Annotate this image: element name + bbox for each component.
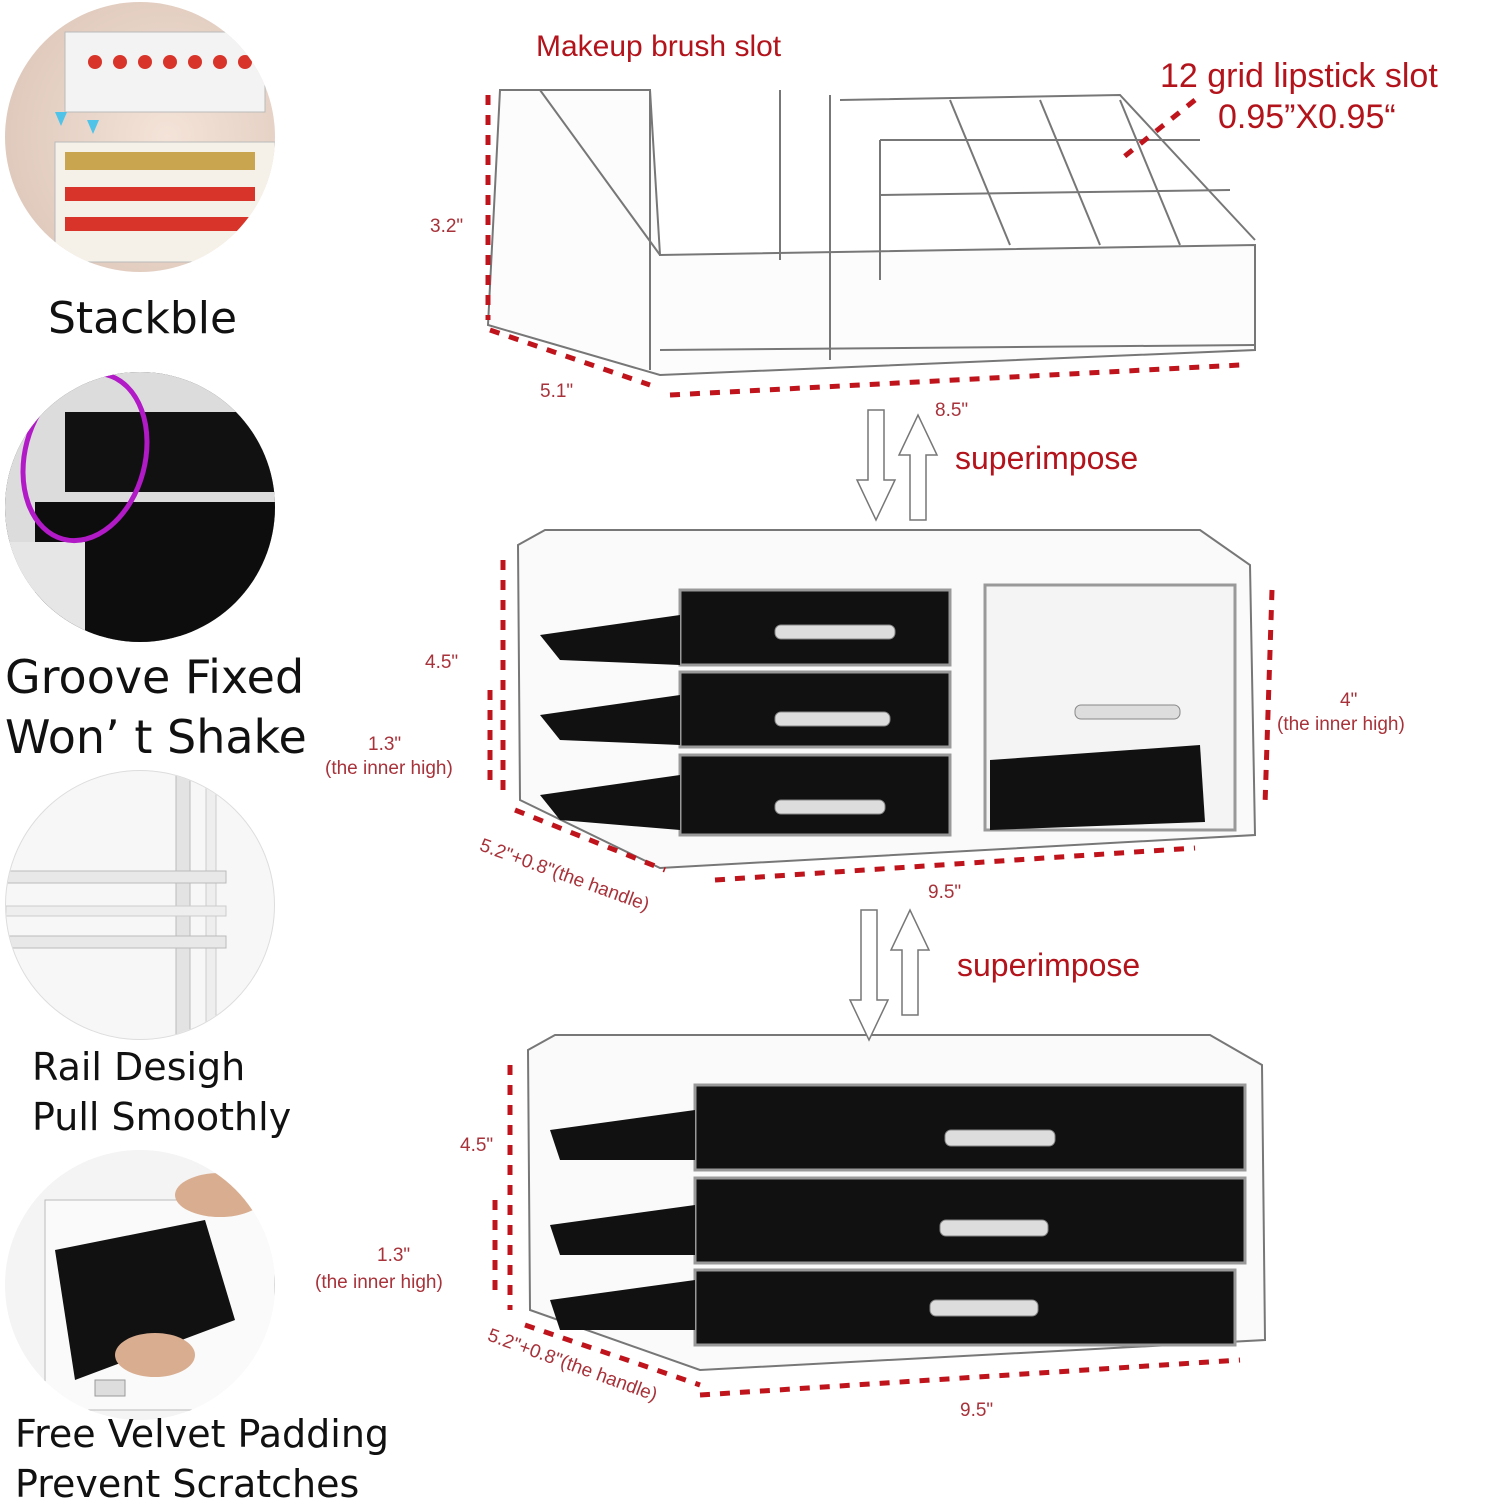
top-depth-label: 5.1" (540, 381, 574, 402)
middle-inner-high-large-note: (the inner high) (1277, 714, 1405, 735)
feature-label-shake: Won’ t Shake (5, 710, 307, 764)
feature-label-stackable: Stackble (48, 293, 238, 344)
middle-inner-high-large: 4" (1340, 690, 1358, 711)
top-lipstick-unit (486, 89, 1256, 377)
feature-label-groove: Groove Fixed (5, 650, 305, 704)
feature-label-pull: Pull Smoothly (32, 1095, 292, 1139)
dimension-lines (485, 95, 1275, 1398)
bottom-width-label: 9.5" (960, 1400, 994, 1421)
feature-label-rail: Rail Desigh (32, 1045, 246, 1089)
velvet-photo (5, 1150, 275, 1420)
rail-photo (5, 770, 275, 1040)
lipstick-slot-label: 12 grid lipstick slot (1160, 57, 1438, 95)
middle-height-label: 4.5" (425, 652, 459, 673)
groove-photo (5, 372, 275, 642)
middle-depth-label: 5.2"+0.8"(the handle) (476, 835, 653, 916)
bottom-drawer-unit (526, 1034, 1267, 1372)
top-height-label: 3.2" (430, 216, 464, 237)
superimpose-label-1: superimpose (955, 440, 1139, 476)
middle-inner-high-small: 1.3" (368, 734, 402, 755)
middle-drawer-unit (516, 529, 1257, 870)
superimpose-label-2: superimpose (957, 947, 1141, 983)
middle-width-label: 9.5" (928, 882, 962, 903)
stackable-photo (5, 2, 275, 272)
top-width-label: 8.5" (935, 400, 969, 421)
feature-label-scratches: Prevent Scratches (15, 1462, 360, 1506)
superimpose-arrows (848, 409, 939, 1042)
bottom-height-label: 4.5" (460, 1135, 494, 1156)
feature-label-velvet: Free Velvet Padding (15, 1412, 390, 1456)
lipstick-slot-size: 0.95”X0.95“ (1218, 98, 1396, 136)
brush-slot-label: Makeup brush slot (536, 30, 782, 63)
bottom-inner-high: 1.3" (377, 1245, 411, 1266)
middle-inner-high-small-note: (the inner high) (325, 758, 453, 779)
bottom-inner-high-note: (the inner high) (315, 1272, 443, 1293)
bottom-depth-label: 5.2"+0.8"(the handle) (484, 1325, 661, 1406)
